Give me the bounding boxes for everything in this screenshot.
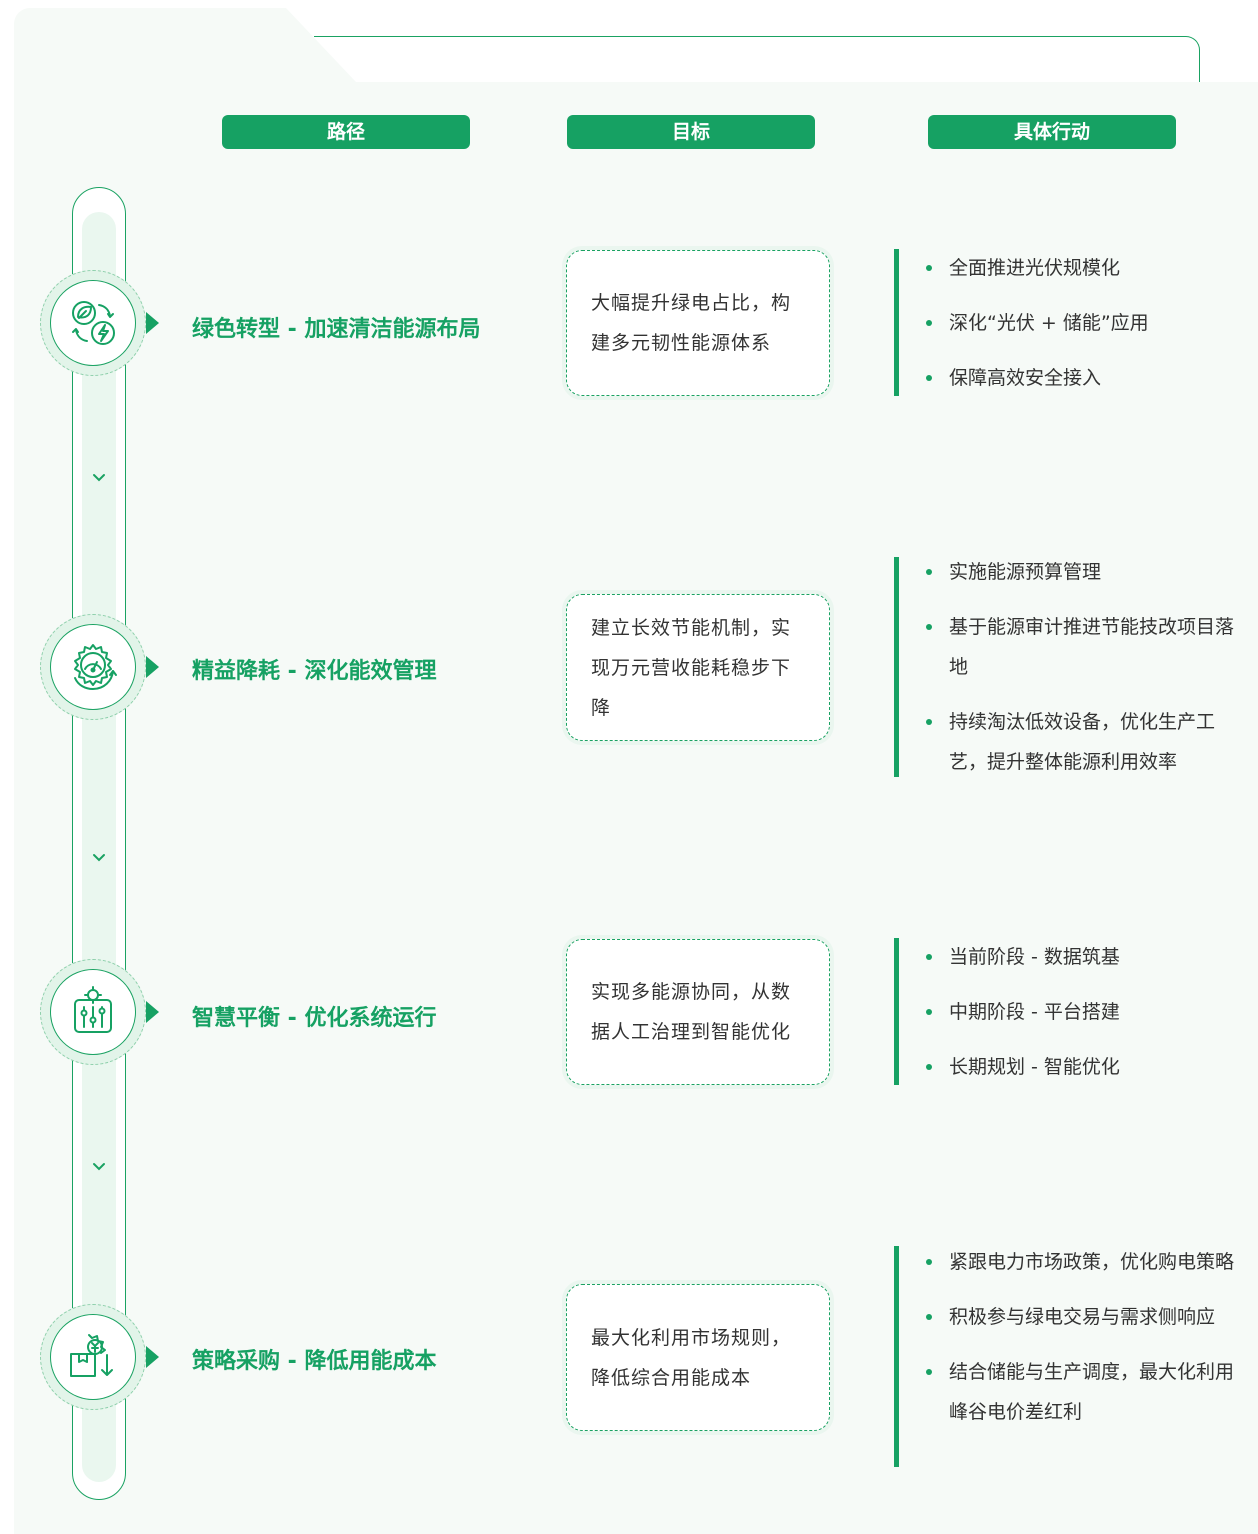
row-pointer-arrow (146, 656, 159, 678)
actions-accent-bar (894, 938, 899, 1085)
leaf-lightning-icon (72, 301, 115, 345)
goal-text: 最大化利用市场规则，降低综合用能成本 (591, 1326, 792, 1389)
action-item: 积极参与绿电交易与需求侧响应 (924, 1297, 1244, 1337)
node-ring (50, 624, 136, 710)
goal-text: 建立长效节能机制，实现万元营收能耗稳步下降 (591, 616, 792, 719)
goal-box: 最大化利用市场规则，降低综合用能成本 (566, 1284, 830, 1431)
column-header-goal: 目标 (567, 115, 815, 149)
procurement-box-icon (70, 1334, 113, 1377)
column-header-path: 路径 (222, 115, 470, 149)
card-tab-notch (286, 8, 1258, 82)
action-item: 中期阶段 - 平台搭建 (924, 992, 1244, 1032)
action-item: 当前阶段 - 数据筑基 (924, 937, 1244, 977)
row-pointer-arrow (146, 1346, 159, 1368)
action-item: 长期规划 - 智能优化 (924, 1047, 1244, 1087)
path-title: 精益降耗 - 深化能效管理 (192, 659, 437, 684)
action-item: 持续淘汰低效设备，优化生产工艺，提升整体能源利用效率 (924, 702, 1244, 782)
goal-text: 实现多能源协同，从数据人工治理到智能优化 (591, 981, 792, 1043)
action-item: 基于能源审计推进节能技改项目落地 (924, 607, 1244, 687)
node-ring (50, 1314, 136, 1400)
node-ring (50, 280, 136, 366)
actions-list: 实施能源预算管理 基于能源审计推进节能技改项目落地 持续淘汰低效设备，优化生产工… (924, 552, 1244, 797)
actions-list: 全面推进光伏规模化 深化“光伏 + 储能”应用 保障高效安全接入 (924, 248, 1244, 413)
goal-box: 大幅提升绿电占比，构建多元韧性能源体系 (566, 250, 830, 396)
goal-box: 建立长效节能机制，实现万元营收能耗稳步下降 (566, 594, 830, 741)
actions-accent-bar (894, 249, 899, 396)
actions-list: 紧跟电力市场政策，优化购电策略 积极参与绿电交易与需求侧响应 结合储能与生产调度… (924, 1242, 1244, 1447)
card-tab-outline (314, 36, 1200, 82)
row-pointer-arrow (146, 312, 159, 334)
action-item: 深化“光伏 + 储能”应用 (924, 303, 1244, 343)
actions-accent-bar (894, 1246, 899, 1467)
chevron-down-icon (93, 474, 105, 482)
gauge-gear-icon (74, 644, 117, 690)
actions-accent-bar (894, 557, 899, 777)
goal-text: 大幅提升绿电占比，构建多元韧性能源体系 (591, 292, 792, 354)
goal-box: 实现多能源协同，从数据人工治理到智能优化 (566, 939, 830, 1085)
column-header-actions: 具体行动 (928, 115, 1176, 149)
actions-list: 当前阶段 - 数据筑基 中期阶段 - 平台搭建 长期规划 - 智能优化 (924, 937, 1244, 1102)
row-pointer-arrow (146, 1001, 159, 1023)
control-sliders-icon (74, 986, 112, 1033)
action-item: 紧跟电力市场政策，优化购电策略 (924, 1242, 1244, 1282)
chevron-down-icon (93, 854, 105, 862)
path-title: 绿色转型 - 加速清洁能源布局 (192, 317, 481, 342)
action-item: 实施能源预算管理 (924, 552, 1244, 592)
action-item: 全面推进光伏规模化 (924, 248, 1244, 288)
path-title: 智慧平衡 - 优化系统运行 (192, 1006, 437, 1031)
action-item: 保障高效安全接入 (924, 358, 1244, 398)
chevron-down-icon (93, 1163, 105, 1171)
action-item: 结合储能与生产调度，最大化利用峰谷电价差红利 (924, 1352, 1244, 1432)
timeline-rail-inner (82, 212, 116, 1482)
path-title: 策略采购 - 降低用能成本 (192, 1349, 437, 1374)
